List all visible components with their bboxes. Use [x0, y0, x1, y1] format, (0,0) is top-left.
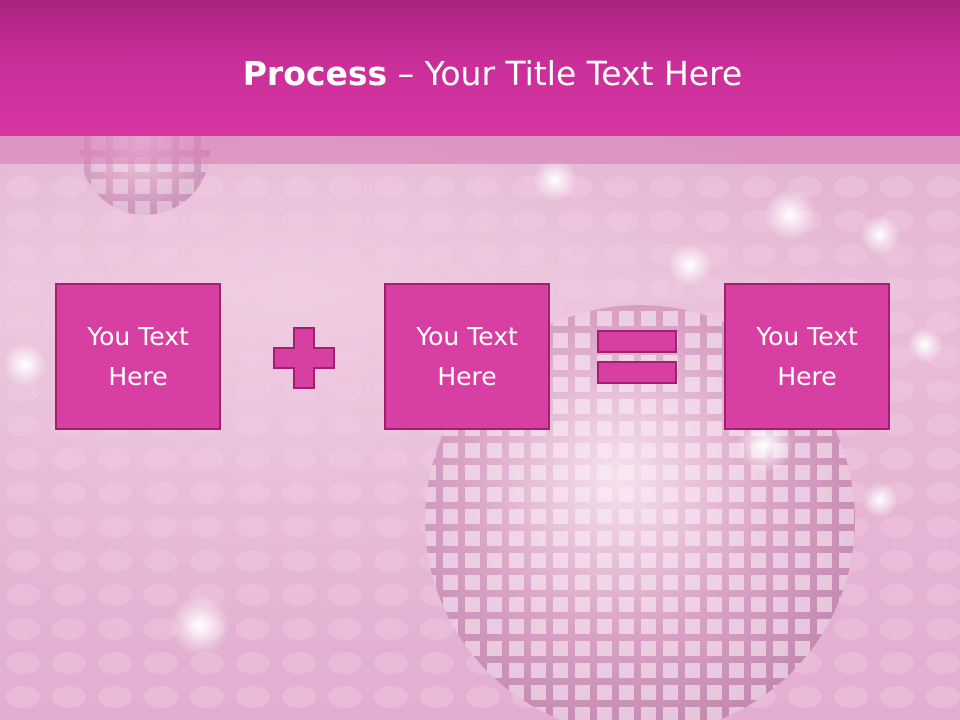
process-box-2-text: You Text Here [416, 321, 518, 391]
plus-icon [273, 327, 335, 389]
process-box-3[interactable]: You Text Here [724, 283, 890, 430]
title-subtext: Your Title Text Here [424, 54, 743, 93]
slide-title[interactable]: Process – Your Title Text Here [0, 52, 960, 96]
title-bar [0, 0, 960, 136]
title-bold-text: Process [242, 54, 388, 93]
equals-icon [597, 330, 677, 384]
process-box-1[interactable]: You Text Here [55, 283, 221, 430]
title-underband [0, 136, 960, 164]
process-box-1-text: You Text Here [87, 321, 189, 391]
process-box-3-text: You Text Here [756, 321, 858, 391]
process-box-2[interactable]: You Text Here [384, 283, 550, 430]
title-dash: – [387, 54, 425, 93]
